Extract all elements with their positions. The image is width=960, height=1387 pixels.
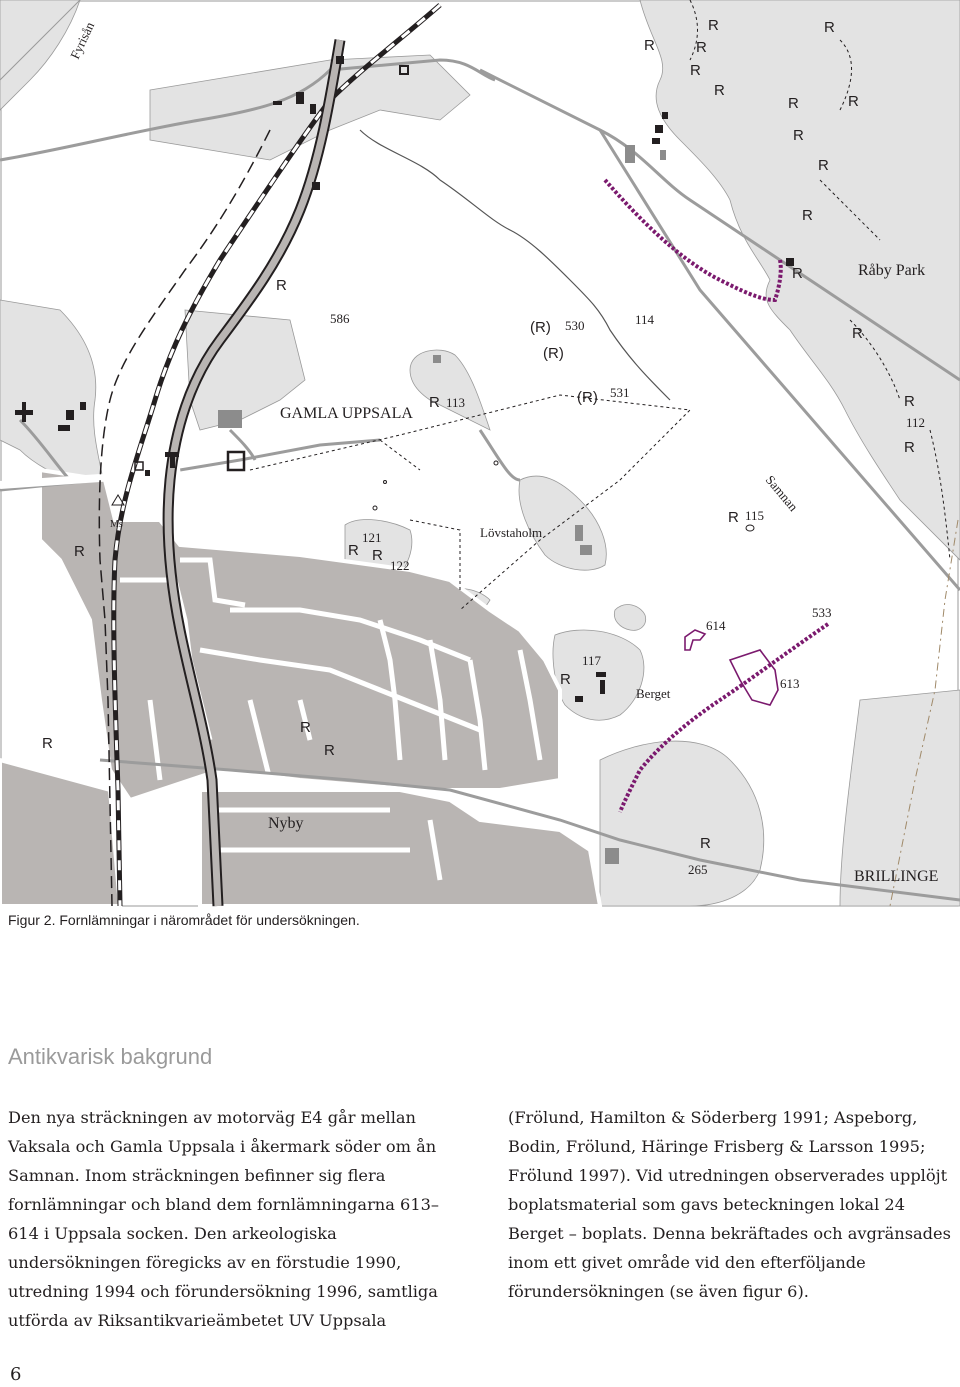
site-586: 586 bbox=[330, 311, 350, 326]
r-marker: R bbox=[348, 542, 359, 559]
buildings bbox=[15, 56, 794, 702]
parish-boundary bbox=[889, 519, 959, 907]
e4-alignment bbox=[603, 178, 830, 813]
r-paren-marker: (R) bbox=[577, 389, 598, 406]
site-117: 117 bbox=[582, 653, 602, 668]
page-number: 6 bbox=[10, 1364, 22, 1385]
label-ms: Ms bbox=[110, 519, 123, 530]
site-613: 613 bbox=[780, 676, 800, 691]
stream bbox=[359, 129, 671, 401]
r-marker: R bbox=[300, 719, 311, 736]
right-column: (Frölund, Hamilton & Söderberg 1991; Asp… bbox=[508, 1103, 958, 1306]
oval-marker-icon bbox=[493, 460, 499, 466]
r-marker: R bbox=[708, 17, 719, 34]
oval-marker-icon bbox=[745, 524, 755, 532]
site-115: 115 bbox=[745, 508, 764, 523]
right-paragraph: (Frölund, Hamilton & Söderberg 1991; Asp… bbox=[508, 1108, 951, 1301]
r-marker: R bbox=[700, 835, 711, 852]
label-gamla-uppsala: GAMLA UPPSALA bbox=[280, 405, 413, 422]
label-nyby: Nyby bbox=[268, 815, 304, 832]
r-marker: R bbox=[644, 37, 655, 54]
r-marker: R bbox=[848, 93, 859, 110]
left-column: Den nya sträckningen av motorväg E4 går … bbox=[8, 1103, 468, 1335]
site-614: 614 bbox=[706, 618, 726, 633]
highway bbox=[162, 39, 346, 907]
map-figure: Fyrisån Råby Park GAMLA UPPSALA Lövstaho… bbox=[0, 0, 960, 907]
site-265: 265 bbox=[688, 862, 708, 877]
r-markers: R R R R R R R R R R R R R R R R R R R R … bbox=[42, 17, 915, 852]
r-marker: R bbox=[560, 671, 571, 688]
boundaries bbox=[249, 0, 951, 611]
site-531: 531 bbox=[610, 385, 630, 400]
site-112: 112 bbox=[906, 415, 925, 430]
oval-marker-icon bbox=[383, 480, 387, 484]
r-marker: R bbox=[728, 509, 739, 526]
white-corridor bbox=[0, 464, 181, 489]
r-marker: R bbox=[818, 157, 829, 174]
label-raby-park: Råby Park bbox=[858, 262, 925, 279]
r-marker: R bbox=[904, 439, 915, 456]
r-marker: R bbox=[696, 39, 707, 56]
r-paren-marker: (R) bbox=[530, 319, 551, 336]
r-marker: R bbox=[74, 543, 85, 560]
r-marker: R bbox=[824, 19, 835, 36]
r-marker: R bbox=[788, 95, 799, 112]
r-marker: R bbox=[793, 127, 804, 144]
r-marker: R bbox=[852, 325, 863, 342]
r-marker: R bbox=[372, 547, 383, 564]
label-lovstaholm: Lövstaholm bbox=[480, 525, 542, 540]
grey-buildings bbox=[218, 145, 666, 864]
site-polygons bbox=[684, 629, 779, 706]
triangle-marker-icon bbox=[111, 494, 125, 506]
r-marker: R bbox=[690, 62, 701, 79]
r-marker: R bbox=[904, 393, 915, 410]
r-paren-marker: (R) bbox=[543, 345, 564, 362]
site-530: 530 bbox=[565, 318, 585, 333]
r-marker: R bbox=[714, 82, 725, 99]
oval-marker-icon bbox=[372, 505, 378, 511]
site-533: 533 bbox=[812, 605, 832, 620]
label-berget: Berget bbox=[636, 686, 671, 701]
river-fyrisan bbox=[0, 0, 81, 81]
railway-2 bbox=[98, 129, 271, 907]
r-marker: R bbox=[429, 394, 440, 411]
figure-caption: Figur 2. Fornlämningar i närområdet för … bbox=[8, 912, 360, 928]
site-113: 113 bbox=[446, 395, 465, 410]
r-marker: R bbox=[792, 265, 803, 282]
left-paragraph: Den nya sträckningen av motorväg E4 går … bbox=[8, 1108, 440, 1330]
section-heading: Antikvarisk bakgrund bbox=[8, 1044, 213, 1069]
site-122: 122 bbox=[390, 558, 410, 573]
r-marker: R bbox=[324, 742, 335, 759]
r-marker: R bbox=[802, 207, 813, 224]
label-brillinge: BRILLINGE bbox=[854, 868, 938, 885]
map-labels: Fyrisån Råby Park GAMLA UPPSALA Lövstaho… bbox=[67, 19, 938, 885]
r-marker: R bbox=[276, 277, 287, 294]
site-121: 121 bbox=[362, 530, 382, 545]
site-114: 114 bbox=[635, 312, 655, 327]
r-marker: R bbox=[42, 735, 53, 752]
